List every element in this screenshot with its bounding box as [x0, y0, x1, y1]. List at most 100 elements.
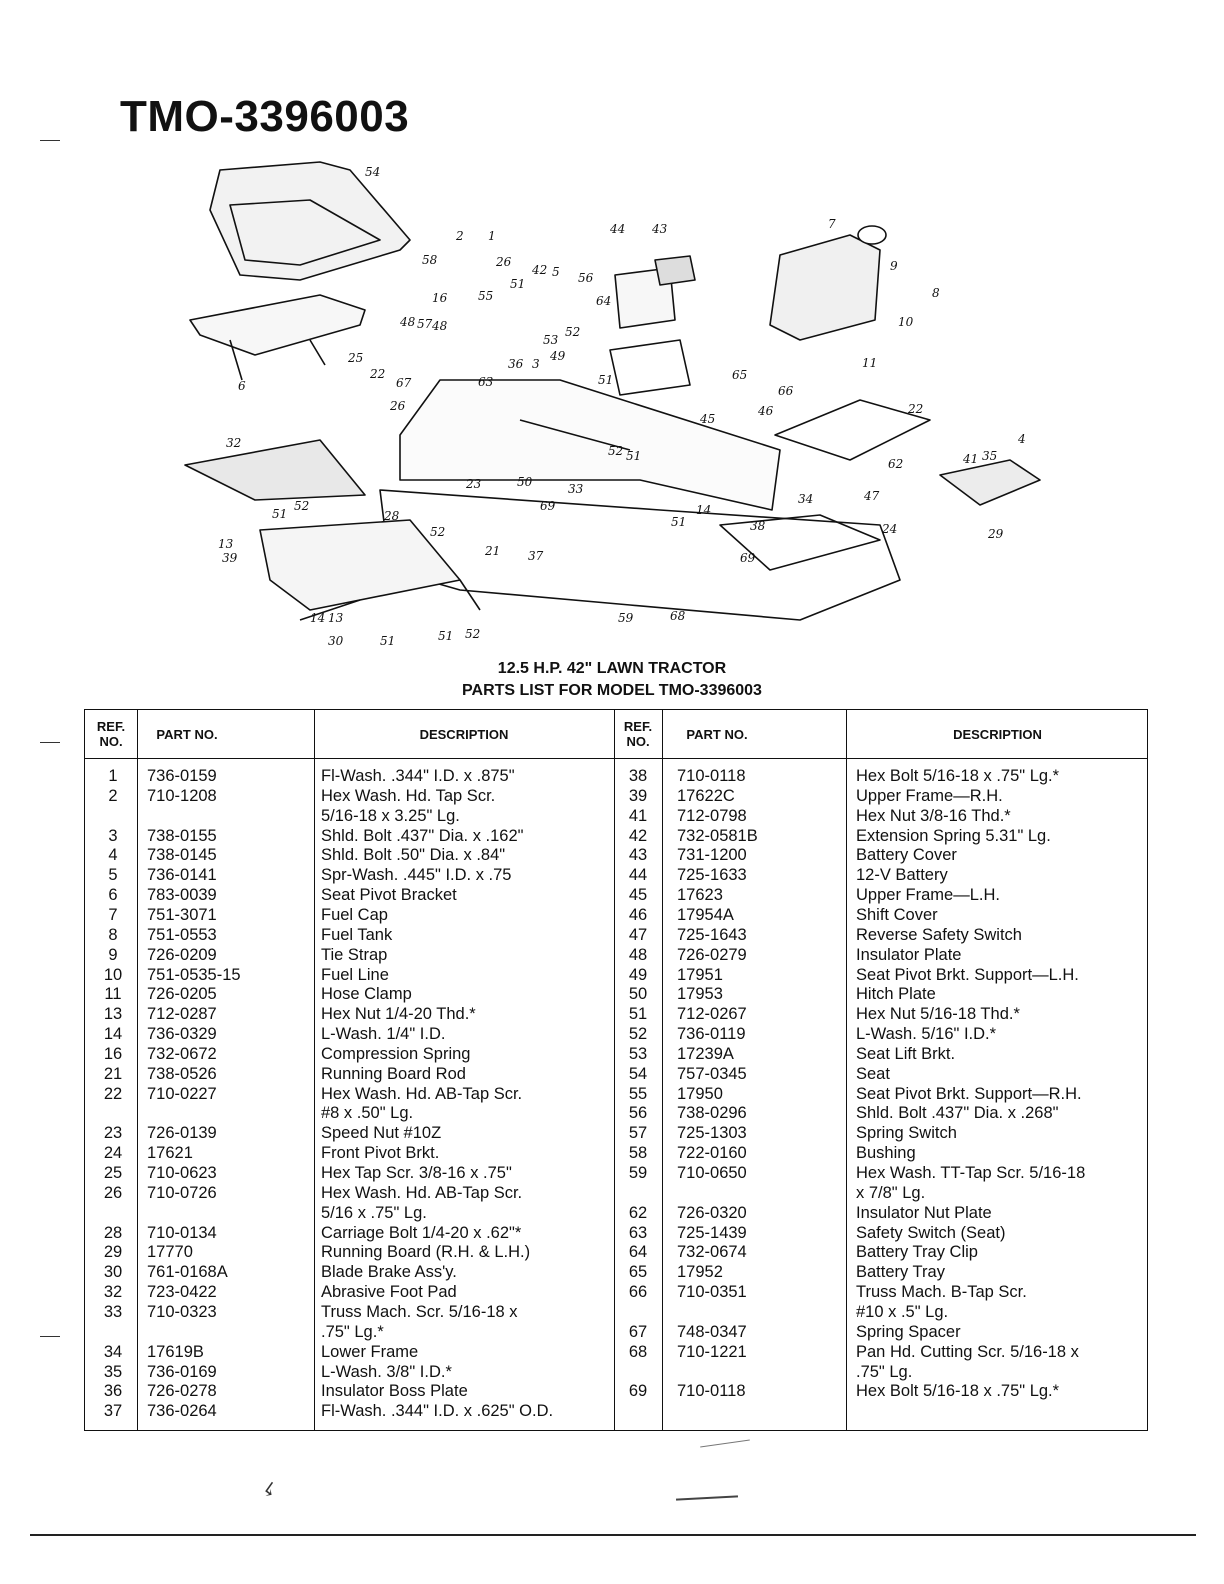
callout: 48	[431, 319, 448, 333]
callout: 25	[347, 351, 363, 365]
cell-ref-no: 63	[628, 1223, 648, 1242]
header-part-no: PART NO.	[156, 726, 218, 742]
cell-description: Hex Nut 1/4-20 Thd.*	[321, 1005, 476, 1024]
cell-description: Upper Frame—R.H.	[856, 786, 1003, 805]
cell-part-no: 726-0278	[147, 1382, 217, 1401]
cell-description: Hex Tap Scr. 3/8-16 x .75"	[321, 1164, 512, 1182]
callout: 36	[508, 357, 524, 371]
cell-ref-no: 56	[628, 1104, 648, 1123]
cell-ref-no: 51	[628, 1005, 648, 1024]
cell-ref-no: 38	[628, 767, 648, 785]
cell-description: Insulator Plate	[856, 945, 962, 964]
cell-part-no: 710-0118	[677, 767, 746, 785]
cell-description: Battery Tray	[856, 1263, 945, 1282]
cell-description: Fl-Wash. .344" I.D. x .875"	[321, 767, 515, 785]
cell-description: 5/16-18 x 3.25" Lg.	[321, 806, 460, 825]
cell-ref-no: 28	[103, 1223, 123, 1242]
cell-description: Insulator Nut Plate	[856, 1203, 992, 1222]
cell-description: Running Board (R.H. & L.H.)	[321, 1243, 531, 1262]
cell-description: Reverse Safety Switch	[856, 925, 1022, 944]
cell-ref-no: 67	[628, 1322, 648, 1341]
cell-description: Upper Frame—L.H.	[856, 886, 1000, 905]
cell-ref-no: 16	[103, 1044, 123, 1063]
callout: 26	[495, 255, 512, 269]
exploded-parts-diagram: 54 2 1 58 26 51 42 5 56 16 55 53 52 44 4…	[160, 150, 1060, 660]
callout: 59	[618, 611, 634, 625]
cell-ref-no: 53	[628, 1044, 648, 1063]
cell-part-no: 710-1221	[677, 1342, 747, 1361]
callout: 1	[488, 229, 496, 243]
cell-description: Safety Switch (Seat)	[856, 1223, 1006, 1242]
cell-part-no	[147, 1203, 307, 1223]
callout: 2	[455, 229, 464, 243]
callout: 37	[528, 549, 544, 563]
callout: 10	[898, 315, 914, 329]
callout: 63	[478, 375, 494, 389]
cell-description: Bushing	[856, 1144, 916, 1163]
cell-part-no: 726-0279	[677, 945, 747, 964]
abrasive-foot-pad-drawing	[184, 439, 366, 501]
callout: 68	[670, 609, 686, 623]
cell-description: 12-V Battery	[856, 866, 948, 885]
battery-tray-drawing	[609, 339, 691, 396]
callout: 52	[465, 627, 480, 641]
cell-description: Seat Pivot Brkt. Support—R.H.	[856, 1084, 1082, 1103]
cell-ref-no: 14	[103, 1025, 123, 1044]
callout: 22	[907, 402, 923, 416]
callout: 48	[399, 315, 416, 329]
cell-ref-no: 34	[103, 1342, 123, 1361]
callout: 28	[383, 509, 400, 523]
cell-description: Shld. Bolt .437" Dia. x .162"	[321, 826, 524, 845]
cell-description: Shld. Bolt .437" Dia. x .268"	[856, 1104, 1059, 1123]
stray-mark	[700, 1439, 750, 1448]
callout: 50	[517, 475, 533, 489]
cell-description: Insulator Boss Plate	[321, 1382, 468, 1401]
header-ref-no: REF. NO.	[96, 719, 126, 749]
cell-description: Compression Spring	[321, 1044, 471, 1063]
callout: 21	[484, 544, 500, 558]
cell-description: L-Wash. 5/16" I.D.*	[856, 1025, 997, 1044]
cell-part-no: 723-0422	[147, 1283, 217, 1302]
callout: 49	[549, 349, 566, 363]
cell-part-no: 17770	[147, 1243, 193, 1262]
cell-ref-no: 3	[108, 826, 118, 845]
cell-description: Hex Wash. Hd. Tap Scr.	[321, 786, 496, 805]
cell-ref-no: 36	[103, 1382, 123, 1401]
margin-tick	[40, 1336, 60, 1337]
cell-part-no: 738-0145	[147, 846, 217, 865]
cell-description: Seat Pivot Brkt. Support—L.H.	[856, 965, 1079, 984]
cell-part-no: 738-0296	[677, 1104, 747, 1123]
cell-description: Carriage Bolt 1/4-20 x .62"*	[321, 1223, 522, 1242]
callout: 51	[438, 629, 453, 643]
header-part-no: PART NO.	[686, 726, 748, 742]
cell-ref-no: 32	[103, 1283, 123, 1302]
cell-ref-no: 22	[103, 1084, 123, 1103]
callout: 51	[626, 449, 641, 463]
header-divider	[85, 758, 1147, 759]
fuel-tank-drawing	[769, 234, 881, 341]
cell-ref-no: 21	[103, 1064, 123, 1083]
cell-ref-no: 37	[103, 1402, 123, 1421]
cell-description: Front Pivot Brkt.	[321, 1144, 440, 1163]
cell-ref-no: 8	[108, 925, 118, 944]
cell-ref-no: 30	[103, 1263, 123, 1282]
callout: 32	[226, 436, 241, 450]
cell-description: Fl-Wash. .344" I.D. x .625" O.D.	[321, 1402, 554, 1421]
callout: 39	[222, 551, 238, 565]
cell-description: Hex Bolt 5/16-18 x .75" Lg.*	[856, 767, 1060, 785]
cell-part-no: 17952	[677, 1263, 723, 1282]
cell-ref-no: 29	[103, 1243, 123, 1262]
cell-description: Hex Wash. Hd. AB-Tap Scr.	[321, 1084, 523, 1103]
cell-description: L-Wash. 3/8" I.D.*	[321, 1362, 452, 1381]
cell-ref-no: 24	[103, 1144, 123, 1163]
cell-part-no: 710-0351	[677, 1283, 747, 1302]
callout: 41	[962, 452, 978, 466]
cell-part-no: 712-0287	[147, 1005, 217, 1024]
cell-description: Fuel Line	[321, 965, 389, 984]
cell-description: .75" Lg.	[856, 1362, 913, 1381]
cell-ref-no: 26	[103, 1183, 123, 1202]
cell-part-no: 17239A	[677, 1044, 734, 1063]
cell-ref-no: 6	[108, 886, 118, 905]
callout: 35	[982, 449, 997, 463]
cell-ref-no: 7	[108, 905, 118, 924]
